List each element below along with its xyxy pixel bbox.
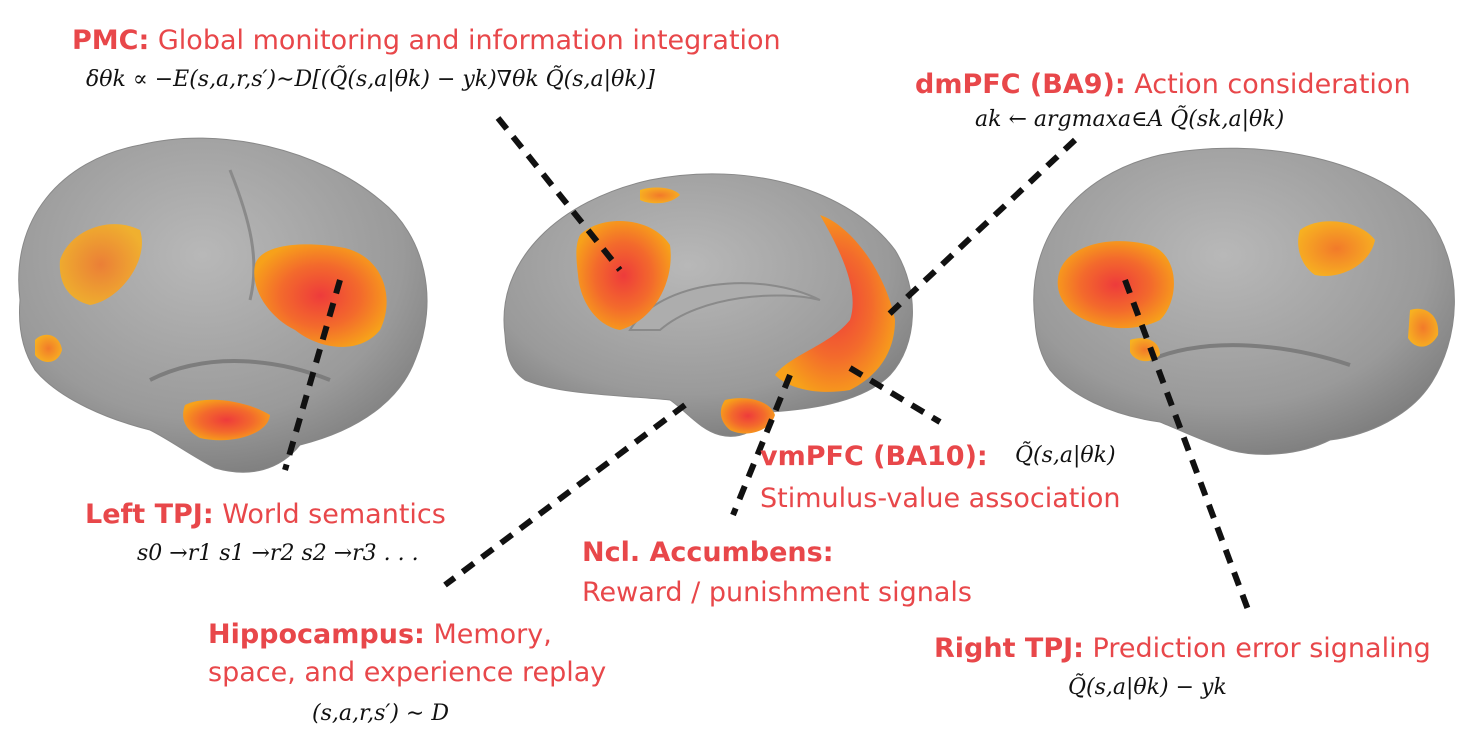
pmc-name: PMC: xyxy=(72,25,150,56)
vmpfc-label: vmPFC (BA10): xyxy=(760,440,988,473)
left-tpj-activation xyxy=(254,244,387,347)
hippocampus-label: Hippocampus: Memory, xyxy=(208,618,552,651)
dmpfc-equation: ak ← argmaxa∈A Q̃(sk,a|θk) xyxy=(975,107,1285,132)
ncl-accumbens-name: Ncl. Accumbens: xyxy=(582,537,834,568)
pmc-connector xyxy=(495,116,623,272)
accumbens-activation xyxy=(720,398,775,434)
corpus-callosum xyxy=(628,282,821,331)
hippocampus-description-2: space, and experience replay xyxy=(208,657,607,688)
dmpfc-name: dmPFC (BA9): xyxy=(915,69,1126,100)
top-activation xyxy=(640,187,680,204)
right-brain xyxy=(1033,147,1455,455)
left-brain-cortex xyxy=(18,137,428,473)
right-prefrontal-activation xyxy=(1408,308,1439,347)
vmpfc-name: vmPFC (BA10): xyxy=(760,441,988,472)
pmc-label: PMC: Global monitoring and information i… xyxy=(72,24,781,57)
dmpfc-description: Action consideration xyxy=(1134,69,1411,100)
right-tpj-connector xyxy=(1122,278,1253,617)
right-tpj-description: Prediction error signaling xyxy=(1092,633,1431,664)
vmpfc-description: Stimulus-value association xyxy=(760,483,1121,514)
pmc-activation xyxy=(576,221,671,330)
left-brain-gyrus xyxy=(228,169,256,301)
hippocampus-connector xyxy=(443,402,687,588)
hippocampus-description-1: Memory, xyxy=(433,619,552,650)
middle-brain xyxy=(503,173,913,437)
connector-lines xyxy=(282,116,1253,617)
ncl-accumbens-description: Reward / punishment signals xyxy=(582,577,972,608)
left-tpj-equation: s0 →r1 s1 →r2 s2 →r3 . . . xyxy=(137,541,419,566)
right-tpj-equation: Q̃(s,a|θk) − yk xyxy=(1068,675,1227,700)
vmpfc-connector xyxy=(848,365,942,425)
right-frontal-activation xyxy=(1298,221,1375,276)
left-tpj-connector xyxy=(282,279,343,471)
left-tpj-description: World semantics xyxy=(222,499,446,530)
right-tpj-label: Right TPJ: Prediction error signaling xyxy=(934,632,1431,665)
hippocampus-name: Hippocampus: xyxy=(208,619,425,650)
left-tpj-label: Left TPJ: World semantics xyxy=(85,498,446,531)
left-frontal-activation xyxy=(59,224,142,305)
right-tpj-activation xyxy=(1057,241,1174,329)
hippocampus-equation: (s,a,r,s′) ∼ D xyxy=(312,701,449,726)
right-brain-sulcus xyxy=(1149,343,1351,367)
dmpfc-connector xyxy=(882,137,1078,321)
left-prefrontal-activation xyxy=(35,334,62,362)
ncl-accumbens-label: Ncl. Accumbens: xyxy=(582,536,834,569)
medial-prefrontal-activation xyxy=(775,215,895,392)
pmc-description: Global monitoring and information integr… xyxy=(157,25,781,56)
pmc-equation: δθk ∝ −E(s,a,r,s′)∼D[(Q̃(s,a|θk) − yk)∇θ… xyxy=(86,67,655,92)
left-tpj-name: Left TPJ: xyxy=(85,499,214,530)
dmpfc-label: dmPFC (BA9): Action consideration xyxy=(915,68,1411,101)
ncl-accumbens-connector xyxy=(730,373,793,517)
right-tpj-name: Right TPJ: xyxy=(934,633,1084,664)
left-brain xyxy=(18,137,428,473)
vmpfc-equation: Q̃(s,a|θk) xyxy=(1015,443,1116,468)
left-temporal-activation xyxy=(183,399,270,441)
